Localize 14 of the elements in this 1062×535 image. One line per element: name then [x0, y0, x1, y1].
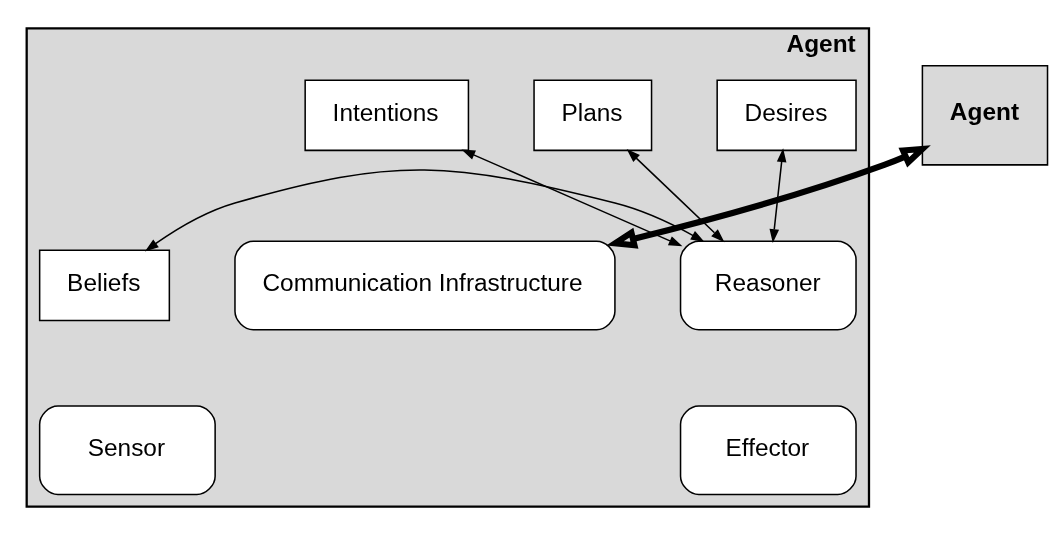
node-box: Beliefs [38, 249, 171, 322]
node-box: Intentions [304, 79, 470, 152]
arrow [769, 148, 787, 243]
node-box: Reasoner [679, 240, 857, 331]
node-box: Effector [679, 405, 857, 496]
arrow [461, 149, 683, 247]
node-box: Sensor [38, 405, 216, 496]
node-box: Communication Infrastructure [234, 240, 616, 331]
node-box: Desires [716, 79, 857, 152]
node-box: Agent [921, 64, 1049, 166]
arrow [144, 169, 705, 252]
node-box: Plans [533, 79, 653, 152]
arrow [606, 145, 931, 249]
arrow [626, 149, 725, 243]
